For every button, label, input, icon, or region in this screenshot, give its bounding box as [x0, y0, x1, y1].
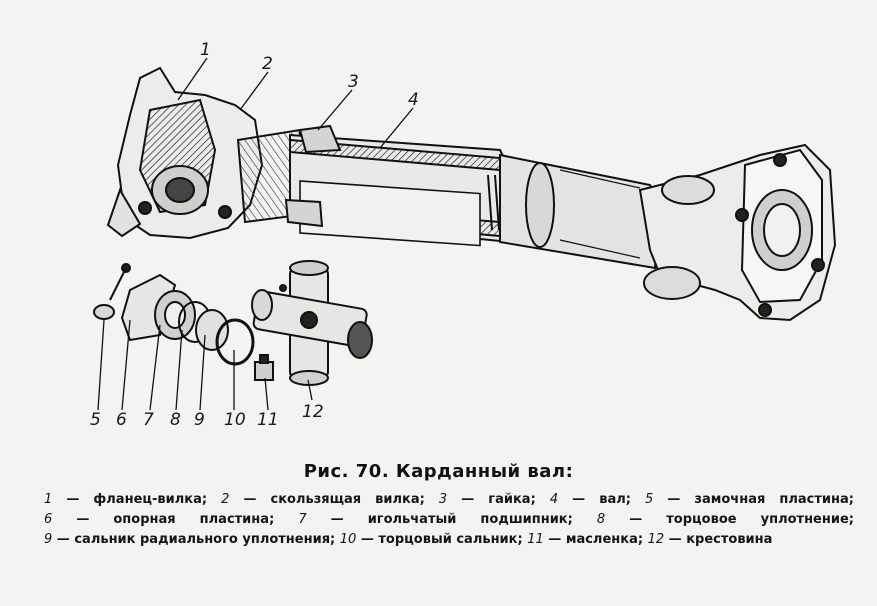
callout-3: 3	[348, 72, 359, 92]
legend-item: 7 — игольчатый подшипник;	[298, 512, 573, 527]
legend-item: 6 — опорная пластина;	[44, 512, 275, 527]
callout-6: 6	[116, 410, 127, 430]
shaft-assembly	[106, 66, 837, 322]
callout-1: 1	[200, 40, 211, 60]
figure-caption-title: Рис. 70. Карданный вал:	[303, 461, 574, 482]
legend-text: игольчатый подшипник	[367, 512, 568, 527]
callout-4: 4	[408, 90, 419, 110]
legend-number: 7	[298, 512, 307, 527]
legend-text: торцовый сальник	[378, 532, 518, 547]
legend-item: 2 — скользящая вилка;	[221, 492, 425, 507]
callout-10: 10	[224, 410, 246, 430]
legend-text: масленка	[565, 532, 638, 547]
legend-item: 8 — торцовое уплотнение;	[596, 512, 854, 527]
callout-11: 11	[257, 410, 279, 430]
callout-8: 8	[170, 410, 181, 430]
callout-5: 5	[90, 410, 101, 430]
cardan-shaft-illustration	[93, 57, 837, 411]
legend-number: 8	[596, 512, 606, 527]
legend-item: 11 — масленка;	[527, 532, 644, 547]
legend-text: фланец-вилка	[93, 492, 202, 507]
legend-text: замочная пластина	[694, 492, 849, 507]
figure-legend: 1 — фланец-вилка; 2 — скользящая вилка; …	[44, 490, 854, 550]
legend-number: 9	[44, 532, 53, 547]
legend-number: 6	[44, 512, 53, 527]
legend-text: сальник радиального уплотнения	[74, 532, 331, 547]
legend-item: 12 — крестовина	[647, 532, 773, 547]
legend-number: 11	[527, 532, 544, 547]
legend-number: 10	[339, 532, 357, 547]
legend-item: 10 — торцовый сальник;	[339, 532, 523, 547]
legend-text: крестовина	[686, 532, 773, 547]
legend-item: 5 — замочная пластина;	[645, 492, 854, 507]
legend-item: 1 — фланец-вилка;	[44, 492, 208, 507]
legend-text: скользящая вилка	[270, 492, 420, 507]
legend-number: 4	[549, 492, 559, 507]
legend-number: 12	[647, 532, 665, 547]
exploded-parts	[93, 260, 373, 386]
legend-text: гайка	[488, 492, 531, 507]
legend-number: 3	[438, 492, 448, 507]
legend-number: 5	[645, 492, 654, 507]
callout-2: 2	[262, 54, 273, 74]
leader-lines	[97, 57, 414, 411]
legend-number: 1	[44, 492, 53, 507]
callout-7: 7	[143, 410, 154, 430]
legend-text: вал	[599, 492, 626, 507]
legend-item: 9 — сальник радиального уплотнения;	[44, 532, 336, 547]
callout-9: 9	[194, 410, 205, 430]
legend-text: торцовое уплотнение	[666, 512, 849, 527]
legend-item: 4 — вал;	[549, 492, 631, 507]
callout-12: 12	[302, 402, 324, 422]
cross-spider	[251, 260, 373, 386]
legend-text: опорная пластина	[113, 512, 270, 527]
legend-number: 2	[221, 492, 230, 507]
legend-item: 3 — гайка;	[438, 492, 536, 507]
